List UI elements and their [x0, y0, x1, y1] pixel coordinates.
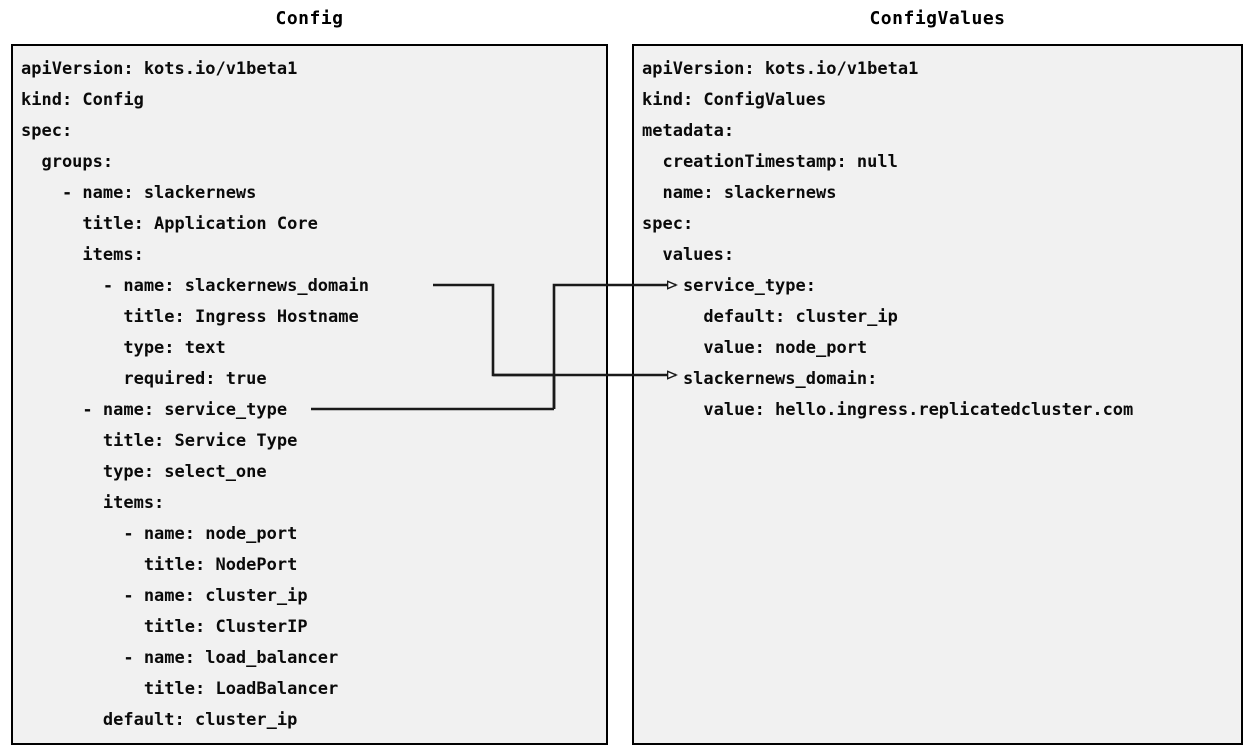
configvalues-yaml-line: name: slackernews [642, 183, 837, 203]
panel-title-config: Config [275, 8, 344, 29]
config-yaml-line: title: Ingress Hostname [21, 307, 359, 327]
config-yaml-line: type: text [21, 338, 226, 358]
configvalues-yaml-line: apiVersion: kots.io/v1beta1 [642, 59, 919, 79]
config-yaml-text: apiVersion: kots.io/v1beta1 kind: Config s… [21, 54, 369, 736]
configvalues-yaml-line: creationTimestamp: null [642, 152, 898, 172]
config-yaml-line: apiVersion: kots.io/v1beta1 [21, 59, 298, 79]
config-yaml-line: kind: Config [21, 90, 144, 110]
configvalues-yaml-line: metadata: [642, 121, 735, 141]
config-yaml-line: groups: [21, 152, 114, 172]
configvalues-panel: apiVersion: kots.io/v1beta1 kind: ConfigV… [632, 44, 1243, 745]
config-yaml-line: - name: load_balancer [21, 648, 339, 668]
config-yaml-line: title: Service Type [21, 431, 298, 451]
panel-title-configvalues: ConfigValues [869, 8, 1006, 29]
configvalues-yaml-line: value: hello.ingress.replicatedcluster.c… [642, 400, 1134, 420]
config-yaml-line: title: Application Core [21, 214, 318, 234]
configvalues-yaml-line: slackernews_domain: [642, 369, 878, 389]
config-yaml-line: title: LoadBalancer [21, 679, 339, 699]
config-yaml-line: - name: node_port [21, 524, 298, 544]
configvalues-yaml-line: spec: [642, 214, 694, 234]
config-yaml-line: - name: slackernews_domain [21, 276, 369, 296]
config-yaml-line: type: select_one [21, 462, 267, 482]
config-yaml-line: default: cluster_ip [21, 710, 298, 730]
config-yaml-line: spec: [21, 121, 73, 141]
config-yaml-line: items: [21, 245, 144, 265]
configvalues-yaml-line: kind: ConfigValues [642, 90, 827, 110]
config-yaml-line: title: ClusterIP [21, 617, 308, 637]
config-yaml-line: - name: service_type [21, 400, 288, 420]
config-yaml-line: title: NodePort [21, 555, 298, 575]
configvalues-yaml-text: apiVersion: kots.io/v1beta1 kind: ConfigV… [642, 54, 1133, 426]
configvalues-yaml-line: values: [642, 245, 735, 265]
config-yaml-line: items: [21, 493, 165, 513]
config-panel: apiVersion: kots.io/v1beta1 kind: Config s… [11, 44, 608, 745]
configvalues-yaml-line: service_type: [642, 276, 816, 296]
configvalues-yaml-line: value: node_port [642, 338, 868, 358]
config-yaml-line: - name: slackernews [21, 183, 257, 203]
configvalues-yaml-line: default: cluster_ip [642, 307, 898, 327]
config-yaml-line: required: true [21, 369, 267, 389]
config-yaml-line: - name: cluster_ip [21, 586, 308, 606]
